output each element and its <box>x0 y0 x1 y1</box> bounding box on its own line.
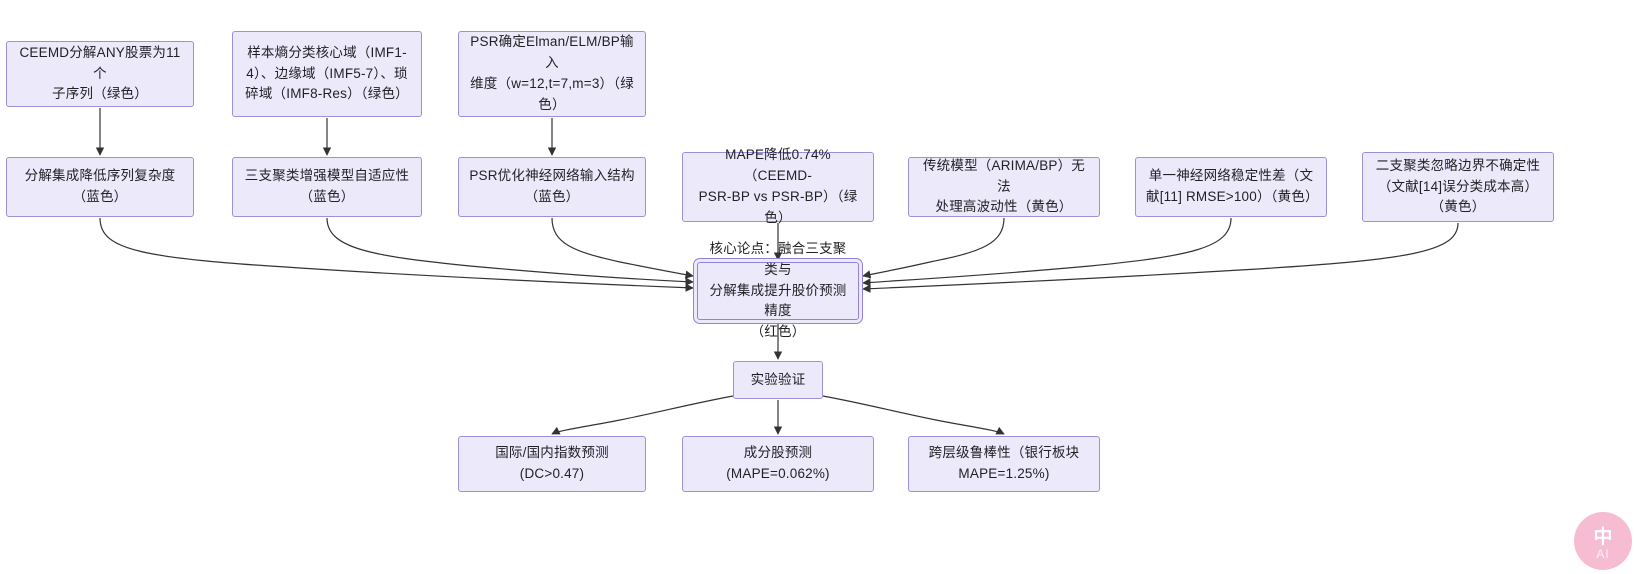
node-decomposition-reduces-complexity[interactable]: 分解集成降低序列复杂度 （蓝色） <box>6 157 194 217</box>
edge-n9-core <box>862 217 1232 287</box>
edge-n4-core <box>99 217 694 292</box>
node-three-way-clustering-adaptivity[interactable]: 三支聚类增强模型自适应性 （蓝色） <box>232 157 422 217</box>
node-mape-reduction[interactable]: MAPE降低0.74%（CEEMD- PSR-BP vs PSR-BP）（绿 色… <box>682 147 874 225</box>
edge-n6-core <box>551 217 694 279</box>
node-core-thesis[interactable]: 核心论点：融合三支聚类与 分解集成提升股价预测精度 （红色） <box>697 241 859 339</box>
watermark-badge: 中 AI <box>1574 512 1632 570</box>
edge-exp-r1 <box>551 395 734 435</box>
node-two-way-clustering-boundary[interactable]: 二支聚类忽略边界不确定性 （文献[14]误分类成本高） （黄色） <box>1362 152 1554 222</box>
edge-n5-core <box>326 217 694 286</box>
node-result-cross-level-robustness[interactable]: 跨层级鲁棒性（银行板块 MAPE=1.25%) <box>908 436 1100 492</box>
node-sample-entropy-classify[interactable]: 样本熵分类核心域（IMF1- 4）、边缘域（IMF5-7）、琐 碎域（IMF8-… <box>232 31 422 117</box>
node-traditional-model-limitation[interactable]: 传统模型（ARIMA/BP）无法 处理高波动性（黄色） <box>908 157 1100 217</box>
watermark-glyph: 中 <box>1593 526 1613 548</box>
node-psr-input-dimension[interactable]: PSR确定Elman/ELM/BP输入 维度（w=12,t=7,m=3）（绿 色… <box>458 31 646 117</box>
watermark-subtext: AI <box>1596 546 1610 561</box>
node-psr-optimizes-network-input[interactable]: PSR优化神经网络输入结构 （蓝色） <box>458 157 646 217</box>
node-single-network-instability[interactable]: 单一神经网络稳定性差（文 献[11] RMSE>100）（黄色） <box>1135 157 1327 217</box>
node-experimental-validation[interactable]: 实验验证 <box>733 361 823 399</box>
edge-n10-core <box>862 222 1459 293</box>
node-result-constituent-stock[interactable]: 成分股预测 (MAPE=0.062%) <box>682 436 874 492</box>
node-ceemd-decompose[interactable]: CEEMD分解ANY股票为11个 子序列（绿色） <box>6 41 194 107</box>
edge-n8-core <box>862 217 1005 279</box>
node-result-index-forecast[interactable]: 国际/国内指数预测 (DC>0.47) <box>458 436 646 492</box>
edge-exp-r3 <box>822 395 1005 435</box>
